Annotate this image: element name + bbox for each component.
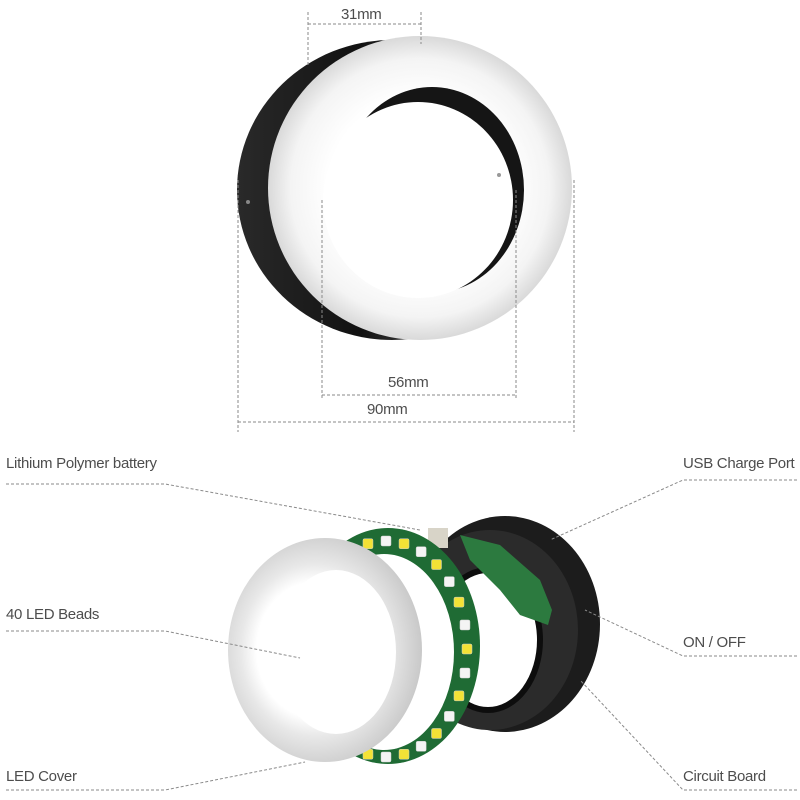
- callout-power-switch: ON / OFF: [683, 634, 746, 651]
- led-bead: [380, 751, 392, 763]
- led-bead: [453, 690, 465, 702]
- led-bead: [380, 535, 392, 547]
- led-bead: [415, 546, 427, 557]
- assembled-ring-light: [237, 36, 572, 340]
- leader-lines: [6, 479, 797, 791]
- led-bead: [415, 741, 427, 752]
- callout-battery: Lithium Polymer battery: [6, 455, 157, 472]
- callout-led-beads: 40 LED Beads: [6, 606, 100, 623]
- callout-usb-port: USB Charge Port: [683, 455, 795, 472]
- led-bead: [398, 749, 410, 760]
- dimension-outer-diameter: 90mm: [367, 401, 408, 418]
- led-bead: [444, 576, 455, 587]
- dimension-thickness: 31mm: [341, 6, 382, 23]
- callout-circuit-board: Circuit Board: [683, 768, 766, 785]
- battery-tab: [428, 528, 448, 548]
- led-bead: [444, 711, 455, 722]
- led-bead: [362, 538, 374, 549]
- led-bead: [431, 728, 442, 739]
- led-bead: [461, 643, 473, 655]
- led-bead: [453, 596, 465, 608]
- led-bead: [459, 619, 471, 631]
- led-cover: [228, 538, 422, 762]
- callout-led-cover: LED Cover: [6, 768, 77, 785]
- dimension-inner-diameter: 56mm: [388, 374, 429, 391]
- dimension-lines: [237, 12, 575, 432]
- led-bead: [398, 538, 410, 549]
- led-bead: [431, 559, 442, 570]
- led-bead: [459, 667, 471, 679]
